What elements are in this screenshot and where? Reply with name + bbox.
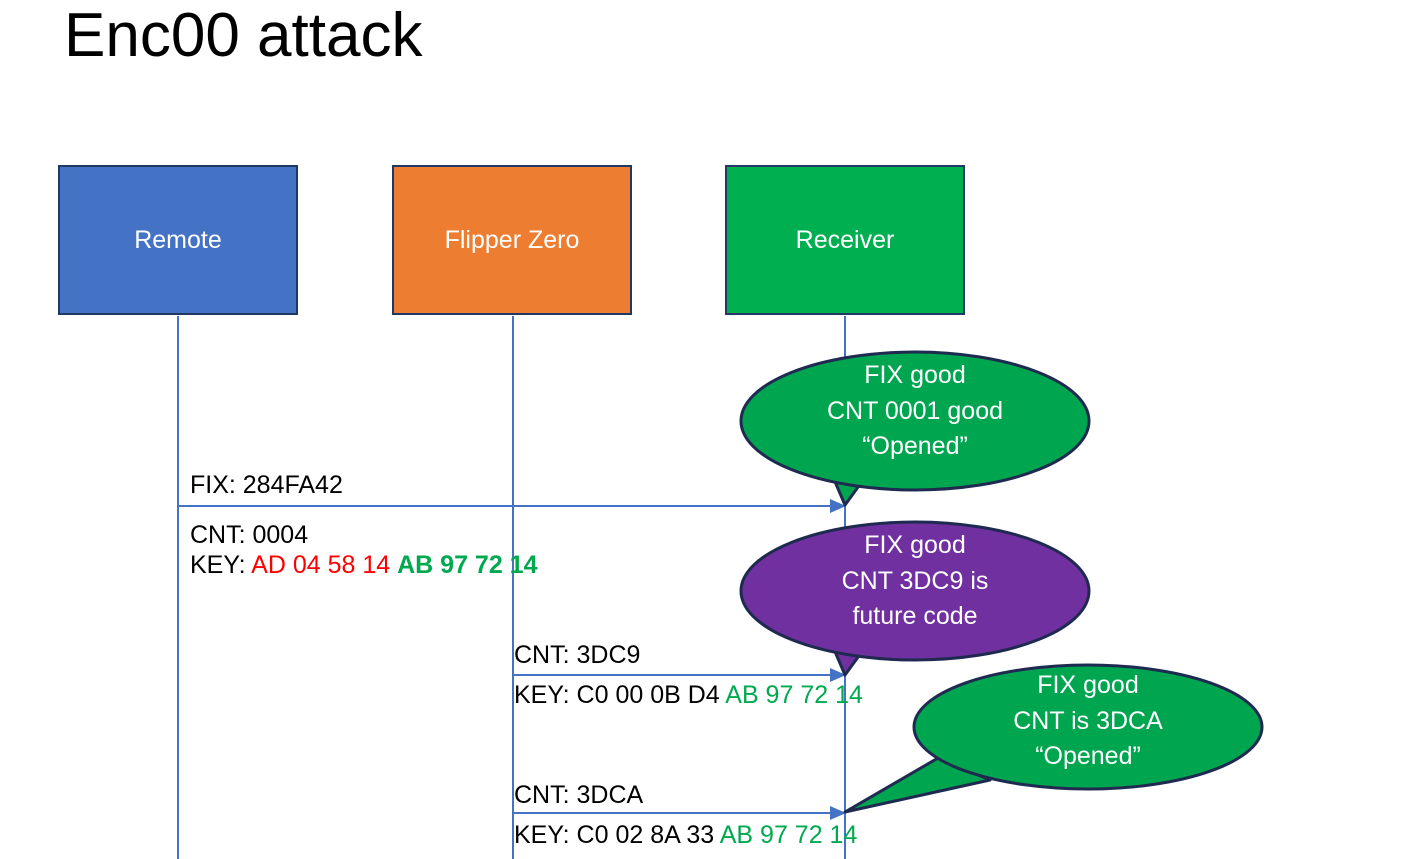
actor-label-flipper: Flipper Zero (444, 225, 580, 254)
callout-bubble-3 (843, 663, 1264, 814)
message-2-key-black: C0 00 0B D4 (576, 681, 720, 709)
message-2-key-green: AB 97 72 14 (725, 681, 863, 709)
message-1-key-red: AD 04 58 14 (251, 551, 391, 579)
message-arrow-1 (178, 499, 846, 513)
message-2-label-key: KEY: C0 00 0B D4 AB 97 72 14 (514, 681, 863, 711)
message-1-label-key: KEY: AD 04 58 14 AB 97 72 14 (190, 551, 538, 581)
message-3-key-black: C0 02 8A 33 (576, 821, 715, 849)
message-1-key-prefix: KEY: (190, 551, 252, 579)
message-arrow-3 (513, 806, 846, 820)
message-1-label-cnt: CNT: 0004 (190, 521, 309, 549)
actor-box-remote[interactable]: Remote (58, 165, 298, 315)
message-3-key-green: AB 97 72 14 (719, 821, 858, 849)
message-1-key-green: AB 97 72 14 (397, 551, 538, 579)
actor-label-remote: Remote (134, 225, 222, 254)
message-arrow-2 (513, 668, 846, 682)
message-2-key-prefix: KEY: (514, 681, 577, 709)
page-title: Enc00 attack (64, 1, 423, 70)
callout-bubble-1 (739, 350, 1091, 507)
message-2-label-above: CNT: 3DC9 (514, 641, 641, 669)
actor-box-receiver[interactable]: Receiver (725, 165, 965, 315)
message-3-label-key: KEY: C0 02 8A 33 AB 97 72 14 (514, 821, 857, 851)
actor-label-receiver: Receiver (795, 225, 895, 254)
actor-box-flipper[interactable]: Flipper Zero (392, 165, 632, 315)
message-3-key-prefix: KEY: (514, 821, 577, 849)
message-1-label-above: FIX: 284FA42 (190, 471, 343, 499)
callout-bubble-2 (739, 520, 1091, 677)
message-3-label-above: CNT: 3DCA (514, 781, 644, 809)
